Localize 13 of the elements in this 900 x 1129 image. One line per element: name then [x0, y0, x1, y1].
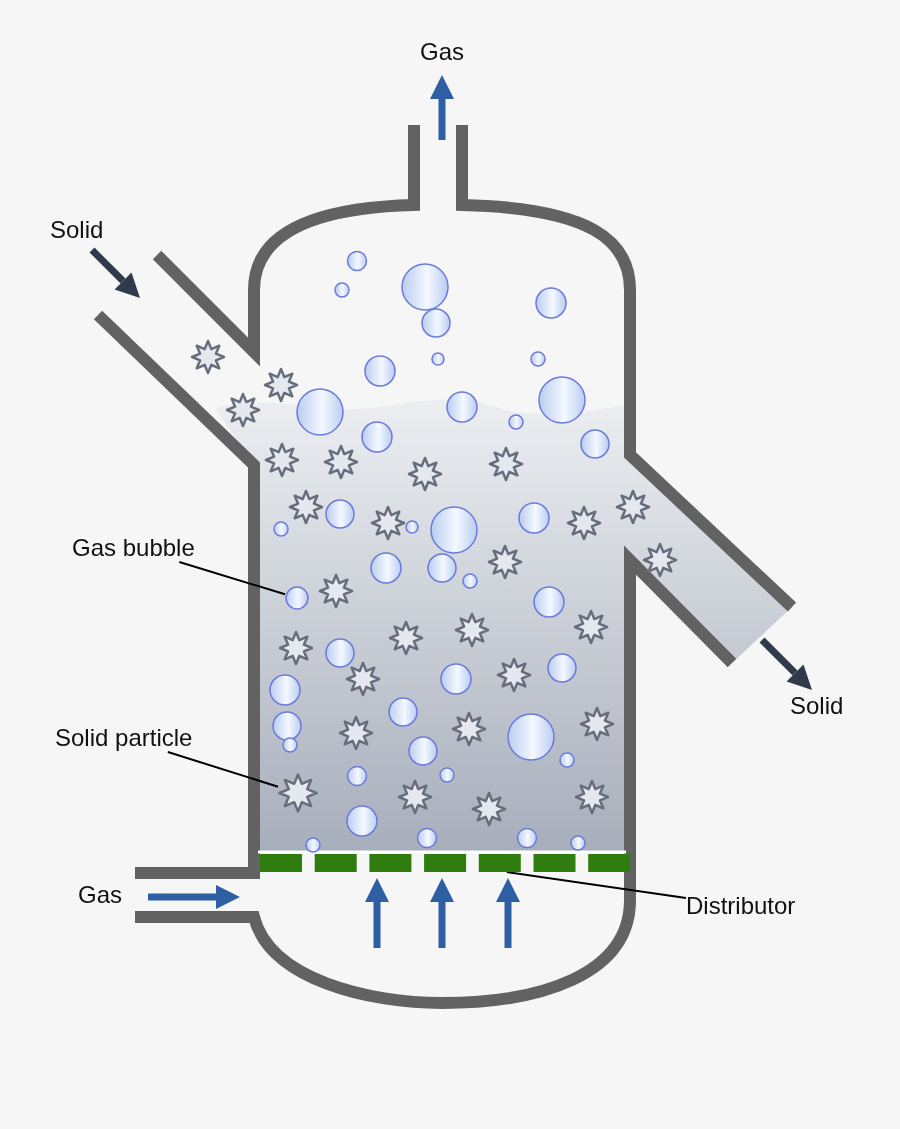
gas-bubble [285, 586, 309, 610]
solid-particle [278, 773, 318, 813]
flow-label: Solid [50, 216, 104, 244]
distributor-plate [260, 854, 630, 872]
flow-label: Gas [420, 38, 464, 66]
callout-label: Gas bubble [72, 534, 195, 562]
callout-label: Solid particle [55, 724, 193, 752]
flow-label: Solid [790, 692, 844, 720]
leader-line [505, 871, 687, 900]
flow-label: Gas [78, 881, 122, 909]
callout-label: Distributor [686, 892, 796, 920]
leader-line [178, 561, 286, 596]
leader-line [166, 751, 279, 788]
